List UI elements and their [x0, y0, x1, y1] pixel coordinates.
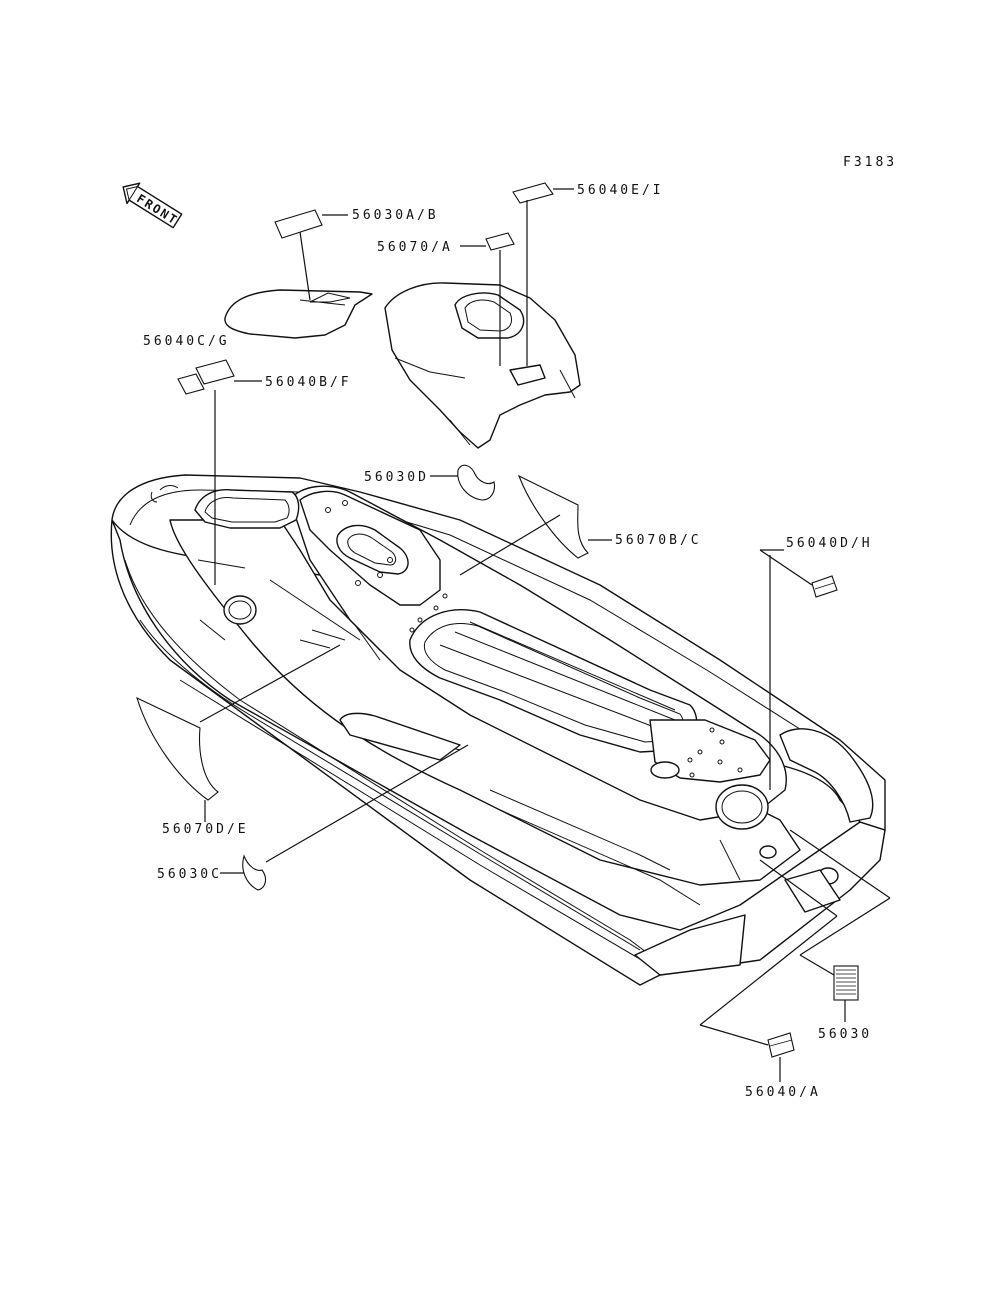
- label-56040EI: 56040E/I: [577, 183, 664, 198]
- decal-56040BF: [195, 359, 235, 385]
- hull-holes: [325, 500, 743, 778]
- seat-cover-part: [224, 289, 373, 339]
- label-56040DH: 56040D/H: [786, 536, 873, 551]
- decal-56040DH: [811, 575, 838, 598]
- leader-lines: [199, 188, 891, 1082]
- decal-56040CG: [177, 373, 205, 395]
- engine-hood-part: [384, 282, 581, 449]
- hull-body: [110, 474, 886, 986]
- decal-56070BC: [517, 474, 589, 559]
- label-56030: 56030: [818, 1027, 872, 1042]
- decal-56070DE: [136, 696, 219, 801]
- label-56040BF: 56040B/F: [265, 375, 352, 390]
- label-56030C: 56030C: [157, 867, 222, 882]
- label-56030AB: 56030A/B: [352, 208, 439, 223]
- decal-56030D: [457, 464, 496, 501]
- decal-56040EI: [512, 182, 554, 204]
- decal-56070A: [485, 232, 515, 251]
- figure-code: F3183: [843, 155, 897, 170]
- label-56040CG: 56040C/G: [143, 334, 230, 349]
- label-56040A: 56040/A: [745, 1085, 821, 1100]
- label-56030D: 56030D: [364, 470, 429, 485]
- decal-56040A: [767, 1032, 795, 1058]
- label-56070A: 56070/A: [377, 240, 453, 255]
- label-56070BC: 56070B/C: [615, 533, 702, 548]
- decal-56030AB: [274, 209, 323, 239]
- label-56070DE: 56070D/E: [162, 822, 249, 837]
- decal-56030C: [242, 854, 267, 891]
- decal-56030: [833, 965, 859, 1001]
- front-arrow-icon: FRONT: [122, 182, 183, 229]
